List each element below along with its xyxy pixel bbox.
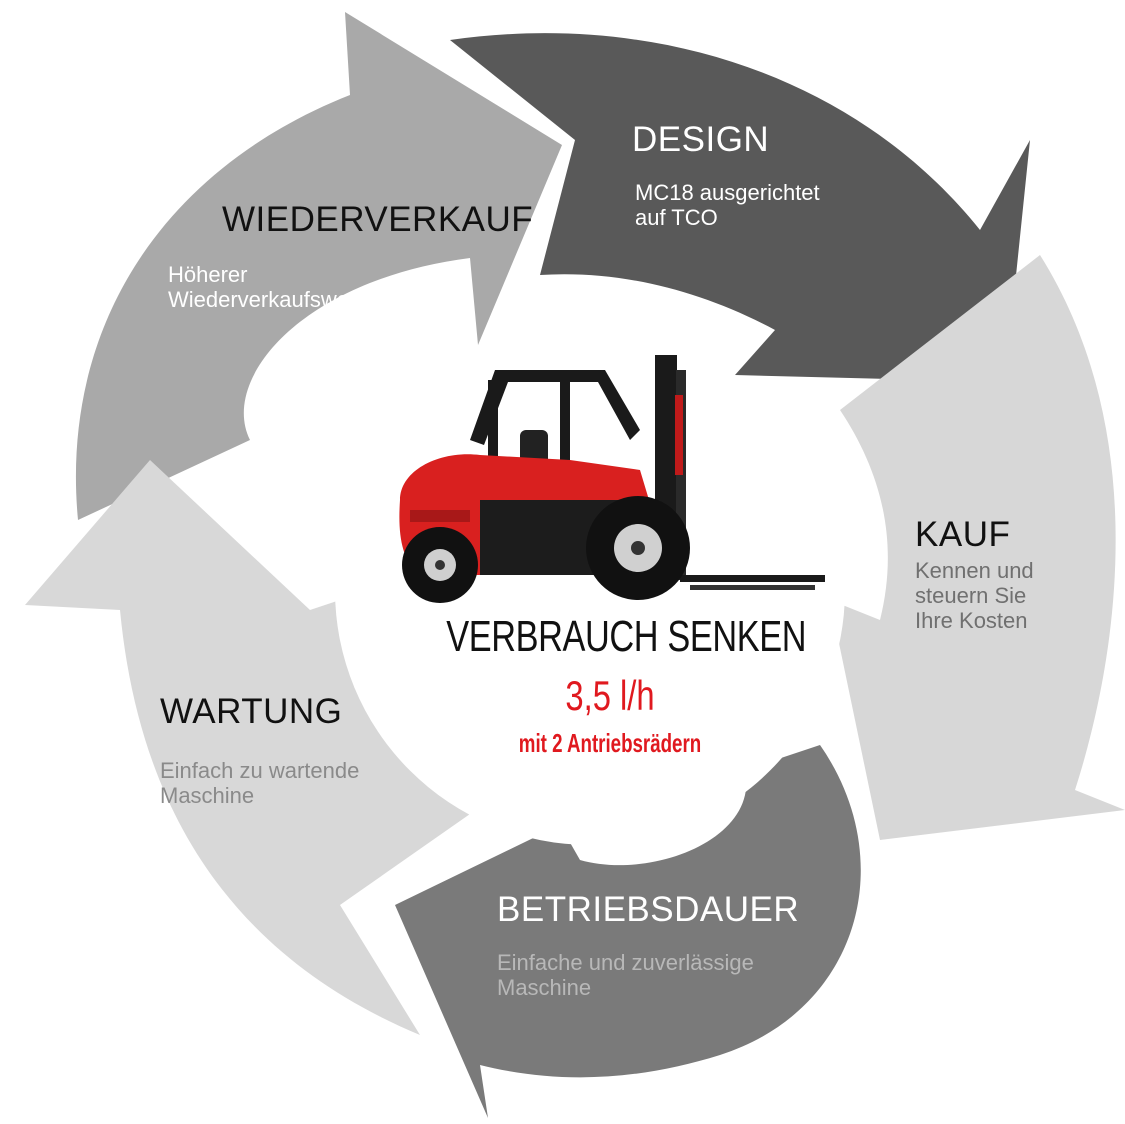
betriebsdauer-description-line-2: Maschine: [497, 975, 592, 1000]
center-value: 3,5 l/h: [565, 672, 655, 719]
arrow-betriebsdauer: [395, 745, 861, 1118]
center-title: VERBRAUCH SENKEN: [446, 612, 807, 661]
arrow-kauf: [830, 255, 1125, 840]
design-description-line-2: auf TCO: [635, 205, 718, 230]
arrow-wartung: [25, 460, 490, 1035]
design-description-line-1: MC18 ausgerichtet: [635, 180, 820, 205]
wartung-title: WARTUNG: [160, 692, 343, 731]
center-subtitle: mit 2 Antriebsrädern: [518, 728, 702, 758]
arrow-wiederverkauf: [75, 12, 562, 520]
wartung-description-line-1: Einfach zu wartende: [160, 758, 360, 783]
wartung-description-line-2: Maschine: [160, 783, 255, 808]
wiederverkauf-description-line-1: Höherer: [168, 262, 248, 287]
design-title: DESIGN: [632, 120, 770, 159]
kauf-description-line-3: Ihre Kosten: [915, 608, 1028, 633]
betriebsdauer-description-line-1: Einfache und zuverlässige: [497, 950, 754, 975]
kauf-description-line-2: steuern Sie: [915, 583, 1027, 608]
kauf-description-line-1: Kennen und: [915, 558, 1034, 583]
wartung-description: Einfach zu wartende Maschine: [160, 758, 359, 808]
forklift-illustration: [399, 355, 825, 603]
wiederverkauf-description: Höherer Wiederverkaufswert: [168, 262, 362, 312]
betriebsdauer-title: BETRIEBSDAUER: [497, 890, 800, 929]
kauf-title: KAUF: [915, 515, 1011, 554]
wiederverkauf-title: WIEDERVERKAUF: [222, 200, 534, 239]
kauf-description: Kennen und steuern Sie Ihre Kosten: [915, 558, 1034, 633]
wiederverkauf-description-line-2: Wiederverkaufswert: [168, 287, 363, 312]
design-description: MC18 ausgerichtet auf TCO: [635, 180, 820, 230]
arrow-design: [450, 33, 1030, 382]
betriebsdauer-description: Einfache und zuverlässige Maschine: [497, 950, 754, 1000]
